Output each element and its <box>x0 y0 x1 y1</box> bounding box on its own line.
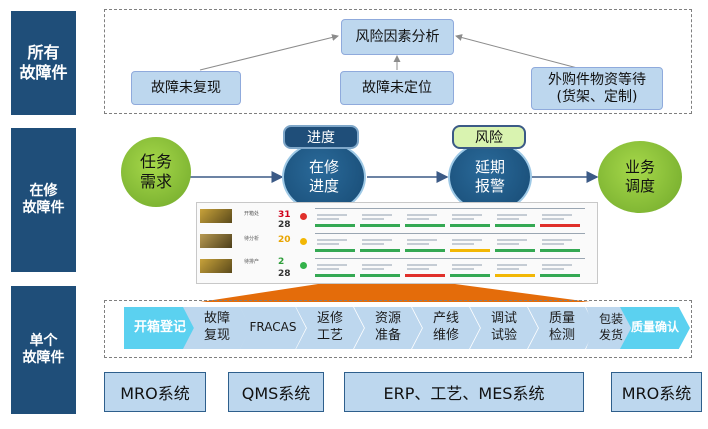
side-label-all-faulty: 所有 故障件 <box>11 11 76 115</box>
purchased-material-wait-box: 外购件物资等待 (货架、定制) <box>531 67 663 110</box>
risk-tag: 风险 <box>452 125 526 149</box>
progress-tag: 进度 <box>283 125 359 149</box>
step-quality-check: 质量 检测 <box>528 307 596 349</box>
row-count: 20 <box>278 235 291 245</box>
system-mro-left: MRO系统 <box>104 372 206 412</box>
device-thumbnail <box>200 209 232 223</box>
status-green-dot <box>300 262 307 269</box>
risk-factor-analysis-box: 风险因素分析 <box>341 19 454 55</box>
task-demand-circle: 任务 需求 <box>121 137 191 207</box>
step-debug-test: 调试 试验 <box>470 307 538 349</box>
side-label-in-repair: 在修 故障件 <box>11 128 76 272</box>
repair-progress-circle: 在修 进度 <box>282 141 366 213</box>
step-unpack-register: 开箱登记 <box>124 307 196 349</box>
status-yellow-dot <box>300 238 307 245</box>
dashboard-screenshot: 开箱处 31 待分析 20 待排产 2 28 28 <box>196 202 598 284</box>
system-mro-right: MRO系统 <box>611 372 702 412</box>
row-count: 31 <box>278 210 291 220</box>
risk-analysis-region <box>104 9 692 114</box>
process-region <box>104 300 692 358</box>
delay-warning-circle: 延期 报警 <box>448 141 532 213</box>
device-thumbnail <box>200 234 232 248</box>
row-label: 待排产 <box>244 259 260 265</box>
screenshot-grid <box>315 208 585 277</box>
row-total: 28 <box>278 220 291 230</box>
status-red-dot <box>300 213 307 220</box>
step-rework-process: 返修 工艺 <box>296 307 364 349</box>
row-label: 开箱处 <box>244 211 260 217</box>
business-dispatch-circle: 业务 调度 <box>598 141 682 213</box>
step-line-repair: 产线 维修 <box>412 307 480 349</box>
screenshot-row-1: 开箱处 31 <box>200 206 312 230</box>
system-erp-mes: ERP、工艺、MES系统 <box>344 372 584 412</box>
screenshot-row-3: 待排产 2 28 <box>200 256 312 282</box>
step-quality-confirm: 质量确认 <box>620 307 690 349</box>
row-total: 28 <box>278 269 291 279</box>
screenshot-row-2: 待分析 20 <box>200 231 312 255</box>
fault-not-located-box: 故障未定位 <box>340 71 454 105</box>
step-fracas: FRACAS <box>240 307 306 349</box>
row-label: 待分析 <box>244 236 260 242</box>
side-label-single: 单个 故障件 <box>11 286 76 414</box>
row-count: 2 <box>278 257 285 267</box>
device-thumbnail <box>200 259 232 273</box>
system-qms: QMS系统 <box>228 372 324 412</box>
step-resource-prep: 资源 准备 <box>354 307 422 349</box>
fault-not-reproduced-box: 故障未复现 <box>131 71 241 105</box>
step-fault-reproduce: 故障 复现 <box>183 307 251 349</box>
